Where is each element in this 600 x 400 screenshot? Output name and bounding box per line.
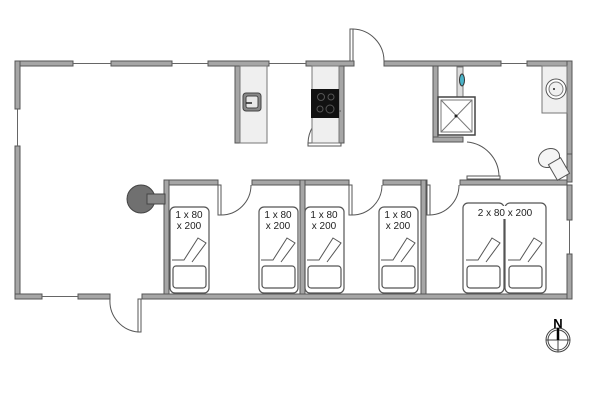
north-label: N [553, 316, 562, 331]
interior-walls [163, 65, 568, 295]
bed-5-label: 2 x 80 x 200 [478, 208, 533, 219]
door-bedroom-2 [348, 184, 383, 216]
bed-4-label-1: 1 x 80 [384, 210, 412, 221]
windows [17, 63, 570, 297]
toilet-icon [537, 147, 571, 181]
door-bedroom-4 [426, 184, 460, 216]
bed-1-label-1: 1 x 80 [175, 210, 203, 221]
bed-3-label-1: 1 x 80 [310, 210, 338, 221]
beds: 1 x 80 x 200 1 x 80 x 200 1 x 80 x 200 1… [169, 202, 547, 294]
bed-2-label-2: x 200 [266, 221, 291, 232]
door-entrance-top [349, 28, 385, 62]
door-bathroom [466, 141, 501, 180]
bed-2: 1 x 80 x 200 [258, 206, 299, 294]
north-compass-icon: N [545, 316, 571, 353]
water-heater-icon [437, 65, 465, 99]
bed-5-double: 2 x 80 x 200 [462, 202, 547, 294]
bed-4-label-2: x 200 [386, 221, 411, 232]
doors [109, 28, 501, 333]
bed-2-label-1: 1 x 80 [264, 210, 292, 221]
cooktop-icon [311, 89, 339, 118]
bathroom [437, 65, 571, 181]
shower-icon [437, 96, 476, 136]
wood-stove-icon [126, 184, 166, 214]
bed-1-label-2: x 200 [177, 221, 202, 232]
bed-3-label-2: x 200 [312, 221, 337, 232]
washbasin-icon [541, 65, 568, 114]
bed-4: 1 x 80 x 200 [378, 206, 419, 294]
bed-1: 1 x 80 x 200 [169, 206, 210, 294]
door-entrance-bottom [109, 298, 142, 333]
door-bedroom-1 [217, 184, 252, 216]
kitchen [239, 65, 340, 144]
outer-walls [14, 60, 573, 300]
bed-3: 1 x 80 x 200 [304, 206, 345, 294]
kitchen-sink-icon [242, 92, 262, 112]
